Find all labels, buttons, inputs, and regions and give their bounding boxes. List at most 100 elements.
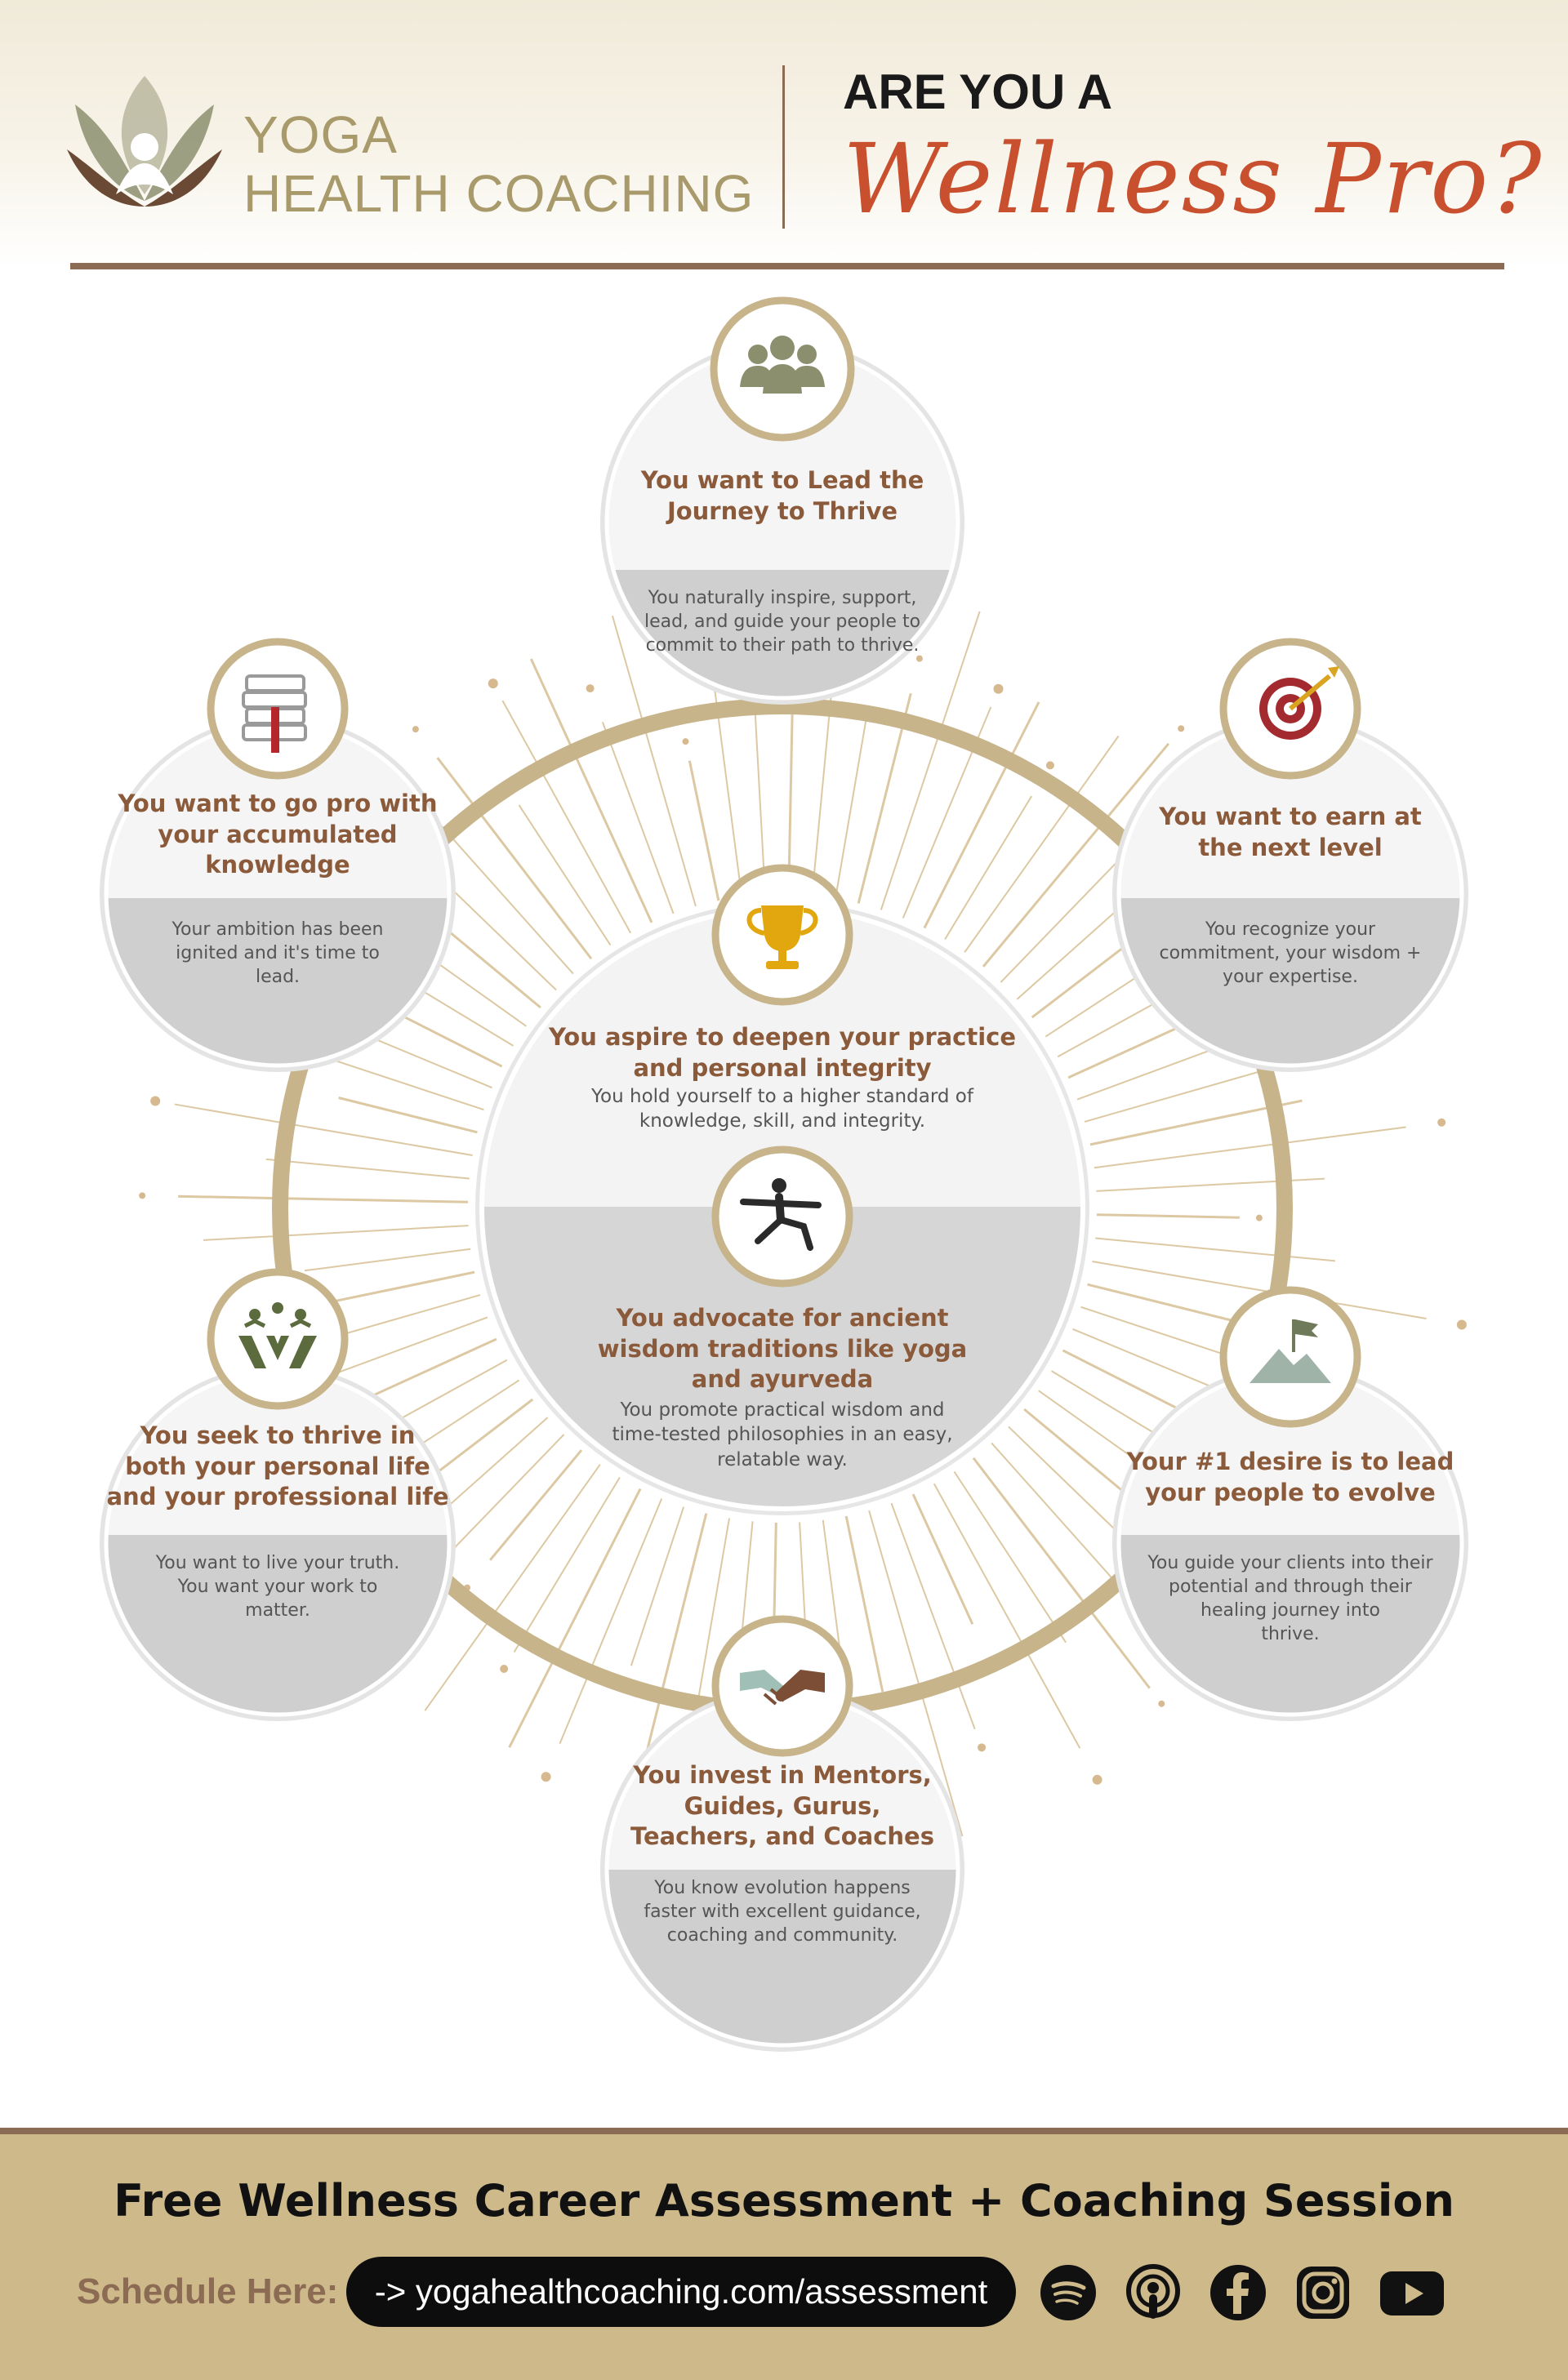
- ray-line: [982, 742, 1170, 968]
- ray-line: [265, 1158, 470, 1180]
- gold-dot: [586, 684, 595, 693]
- ray-line: [688, 760, 720, 901]
- node-lower-left-title: You seek to thrive in both your personal…: [98, 1421, 457, 1513]
- node-upper-right-title-line: the next level: [1198, 833, 1383, 861]
- lotus-logo-icon: [67, 76, 222, 207]
- node-lower-right-title: Your #1 desire is to lead your people to…: [1119, 1447, 1462, 1508]
- node-lower-left-desc-line: You want your work to: [177, 1577, 378, 1598]
- node-upper-right-title-line: You want to earn at: [1159, 803, 1422, 830]
- header-divider: [782, 65, 785, 229]
- node-lower-left-title-line: You seek to thrive in: [140, 1421, 416, 1449]
- ray-line: [933, 1483, 1081, 1749]
- youtube-icon[interactable]: [1379, 2263, 1446, 2322]
- node-lower-left-desc-line: matter.: [245, 1600, 310, 1622]
- node-lower-left-desc-line: You want to live your truth.: [155, 1553, 400, 1573]
- footer: Free Wellness Career Assessment + Coachi…: [0, 2128, 1568, 2380]
- schedule-label: Schedule Here:: [77, 2271, 339, 2311]
- gold-dot: [1255, 1214, 1263, 1221]
- facebook-icon[interactable]: [1209, 2263, 1267, 2322]
- gold-dot: [1092, 1774, 1102, 1785]
- ray-line: [424, 1464, 601, 1711]
- gold-dot: [1158, 1700, 1165, 1707]
- ray-line: [338, 1097, 478, 1134]
- target-arrow-icon: [1219, 638, 1361, 780]
- ray-line: [513, 1476, 621, 1653]
- ray-line: [844, 1515, 884, 1693]
- ray-line: [644, 1513, 708, 1759]
- node-lower-right-desc-line: healing journey into: [1200, 1600, 1380, 1622]
- leaves-hands-icon: [207, 1268, 349, 1410]
- ray-line: [304, 1248, 471, 1272]
- ray-line: [559, 1498, 663, 1744]
- ray-line: [1008, 1426, 1130, 1544]
- center-lower-title-line: wisdom traditions like yoga: [597, 1334, 968, 1363]
- center-lower-desc: You promote practical wisdom and time-te…: [555, 1398, 1009, 1472]
- node-top-desc-line: You naturally inspire, support,: [648, 588, 917, 608]
- node-top-title-line: You want to Lead the: [640, 466, 924, 494]
- gold-dot: [1437, 1118, 1446, 1127]
- node-lower-right-desc-line: You guide your clients into their: [1147, 1553, 1433, 1573]
- headline-script: Wellness Pro?: [843, 122, 1544, 235]
- spotify-icon[interactable]: [1039, 2263, 1098, 2322]
- ray-line: [972, 1457, 1151, 1689]
- people-group-icon: [710, 296, 855, 442]
- node-upper-right-desc-line: You recognize your: [1205, 919, 1376, 940]
- node-lower-right-title-line: your people to evolve: [1145, 1478, 1436, 1506]
- node-lower-left-circle: [100, 1365, 456, 1721]
- node-bottom-title-line: You invest in Mentors,: [633, 1761, 932, 1789]
- ray-line: [890, 1502, 976, 1730]
- center-lower-title-line: and ayurveda: [691, 1365, 874, 1394]
- node-upper-right-desc-line: commitment, your wisdom +: [1159, 943, 1422, 964]
- ray-line: [1094, 1126, 1406, 1169]
- node-lower-left-desc: You want to live your truth. You want yo…: [131, 1551, 425, 1622]
- gold-dot: [993, 683, 1004, 694]
- ray-line: [518, 804, 612, 946]
- gold-dot: [488, 678, 498, 689]
- stacked-books-icon: [207, 638, 349, 780]
- assessment-link[interactable]: -> yogahealthcoaching.com/assessment: [346, 2257, 1016, 2327]
- node-upper-right-title: You want to earn at the next level: [1127, 802, 1454, 863]
- node-upper-left-desc-line: lead.: [255, 967, 301, 988]
- node-lower-left-title-line: and your professional life: [106, 1483, 449, 1511]
- node-lower-right-title-line: Your #1 desire is to lead: [1126, 1448, 1454, 1475]
- footer-title: Free Wellness Career Assessment + Coachi…: [114, 2175, 1454, 2227]
- ray-line: [953, 1470, 1067, 1644]
- gold-dot: [1045, 761, 1054, 770]
- gold-dot: [541, 1772, 551, 1782]
- podcast-icon[interactable]: [1124, 2263, 1183, 2322]
- center-upper-desc-line: knowledge, skill, and integrity.: [639, 1110, 926, 1132]
- node-upper-left-title: You want to go pro with your accumulated…: [106, 789, 449, 881]
- center-upper-desc: You hold yourself to a higher standard o…: [539, 1084, 1026, 1134]
- ray-line: [203, 1225, 469, 1241]
- header-rule: [70, 263, 1504, 269]
- center-lower-desc-line: relatable way.: [717, 1448, 848, 1470]
- node-top-title-line: Journey to Thrive: [666, 496, 898, 525]
- node-bottom-desc: You know evolution happens faster with e…: [627, 1876, 938, 1947]
- ray-line: [944, 795, 1033, 941]
- ray-line: [923, 701, 1040, 929]
- center-upper-title-line: You aspire to deepen your practice: [548, 1023, 1017, 1051]
- ray-line: [1084, 1068, 1270, 1123]
- ray-line: [501, 700, 632, 934]
- node-upper-left-desc-line: ignited and it's time to: [176, 943, 380, 964]
- center-lower-desc-line: time-tested philosophies in an easy,: [612, 1424, 953, 1446]
- center-lower-title: You advocate for ancient wisdom traditio…: [539, 1303, 1026, 1395]
- ray-line: [787, 714, 794, 895]
- gold-dot: [915, 655, 923, 662]
- node-upper-right-desc: You recognize your commitment, your wisd…: [1135, 918, 1446, 989]
- node-top-desc-line: lead, and guide your people to: [644, 612, 921, 633]
- header: YOGA HEALTH COACHING ARE YOU A Wellness …: [0, 0, 1568, 269]
- gold-dot: [139, 1192, 146, 1199]
- ray-line: [710, 657, 743, 897]
- center-lower-desc-line: You promote practical wisdom and: [620, 1399, 945, 1421]
- ray-line: [436, 757, 593, 960]
- ray-line: [508, 1488, 642, 1748]
- ray-line: [834, 709, 869, 899]
- ray-line: [964, 735, 1120, 953]
- ray-line: [174, 1103, 473, 1157]
- gold-dot: [682, 738, 689, 745]
- gold-dot: [412, 726, 419, 733]
- node-bottom-desc-line: faster with excellent guidance,: [644, 1902, 921, 1923]
- instagram-icon[interactable]: [1294, 2263, 1352, 2322]
